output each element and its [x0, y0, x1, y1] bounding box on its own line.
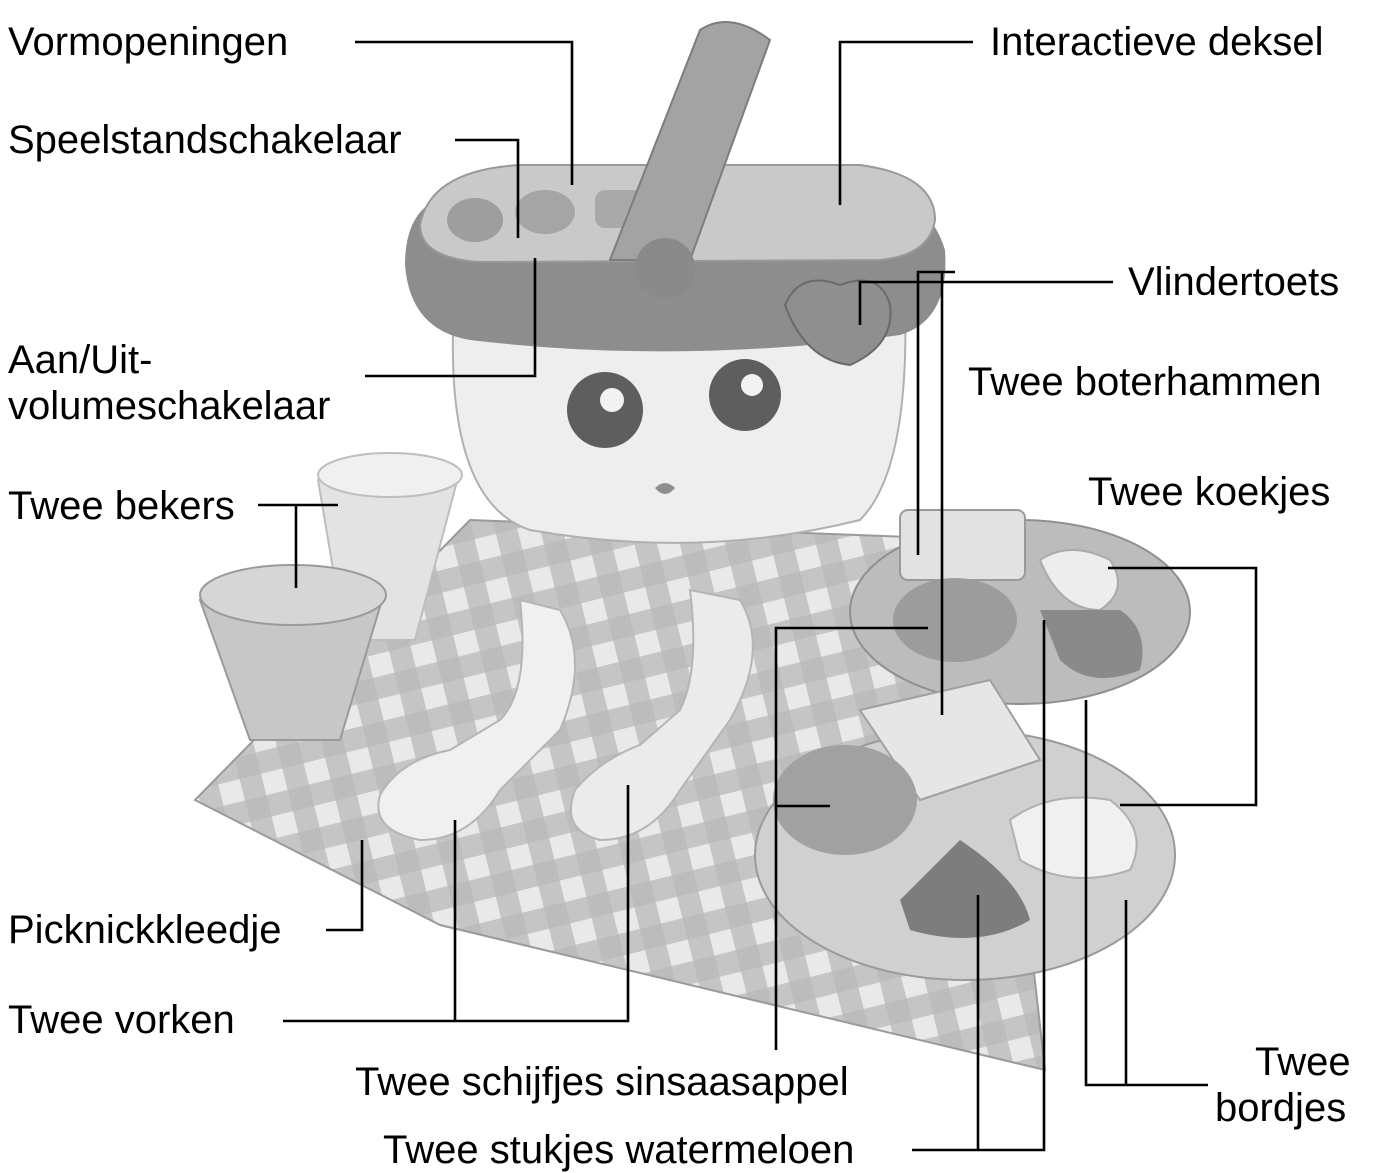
back-plate	[850, 510, 1190, 704]
label-twee-vorken: Twee vorken	[8, 998, 235, 1042]
label-aan-uit-line2: volumeschakelaar	[8, 384, 330, 428]
label-speelstandschakelaar: Speelstandschakelaar	[8, 118, 402, 162]
label-interactieve-deksel: Interactieve deksel	[990, 20, 1324, 64]
label-twee-boterhammen: Twee boterhammen	[968, 360, 1322, 404]
label-twee-koekjes: Twee koekjes	[1088, 470, 1330, 514]
label-picknickkleedje: Picknickkleedje	[8, 908, 281, 952]
leader-vormopeningen	[355, 42, 572, 185]
label-twee-bekers: Twee bekers	[8, 484, 235, 528]
label-vlindertoets: Vlindertoets	[1128, 260, 1339, 304]
label-aan-uit-line1: Aan/Uit-	[8, 338, 153, 382]
label-twee-schijfjes-sinsaasappel: Twee schijfjes sinsaasappel	[355, 1060, 849, 1104]
label-twee-bordjes-line1: Twee	[1255, 1040, 1351, 1084]
label-vormopeningen: Vormopeningen	[8, 20, 288, 64]
label-twee-stukjes-watermeloen: Twee stukjes watermeloen	[383, 1128, 854, 1172]
label-twee-bordjes-line2: bordjes	[1215, 1086, 1346, 1130]
